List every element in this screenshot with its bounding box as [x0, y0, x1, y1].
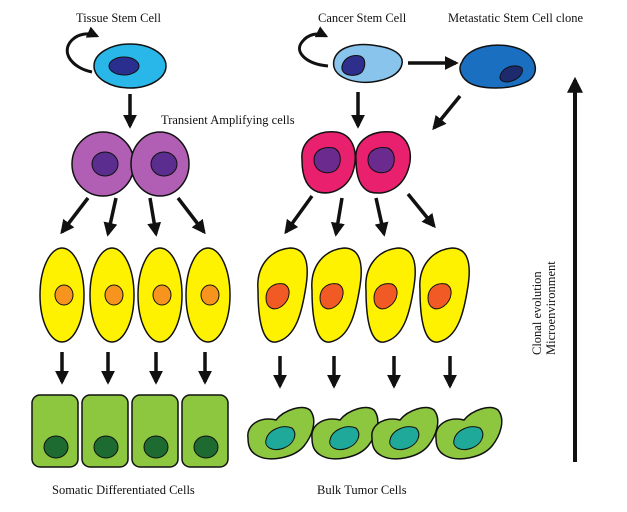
bulk-tumor-row: [247, 406, 503, 460]
progenitor-cell-2-nucleus: [104, 284, 124, 306]
metastatic-stem-cell-body: [459, 44, 536, 89]
metastatic-stem-cell-clone-label: Metastatic Stem Cell clone: [448, 11, 583, 25]
cancer-stem-cell-label: Cancer Stem Cell: [318, 11, 407, 25]
transient-amplifying-label: Transient Amplifying cells: [161, 113, 295, 127]
progenitor-cell-3-nucleus: [152, 284, 172, 306]
progenitor-cell-1-nucleus: [54, 284, 74, 306]
somatic-differentiated-label: Somatic Differentiated Cells: [52, 483, 195, 497]
differentiated-cell-row: [31, 394, 229, 468]
bulk-tumor-cell-2-nucleus: [329, 426, 360, 451]
tumor-progenitor-2-nucleus: [319, 283, 344, 310]
differentiated-cell-3-nucleus: [143, 435, 169, 459]
differentiated-cell-1-nucleus: [43, 435, 69, 459]
arrow-cta-to-prog-1: [284, 194, 314, 235]
clonal-evolution-label: Clonal evolution: [530, 271, 544, 355]
arrow-metastatic-to-ta: [432, 94, 462, 131]
progenitor-cell-4-nucleus: [200, 284, 220, 306]
bulk-tumor-label: Bulk Tumor Cells: [317, 483, 407, 497]
ta-cell-pair-cancer: [301, 131, 412, 194]
metastatic-stem-cell-nucleus: [499, 65, 523, 83]
ta-cell-left-nucleus: [91, 151, 119, 177]
cancer-ta-cell-left-nucleus: [313, 147, 341, 174]
tumor-progenitor-4-nucleus: [427, 283, 452, 310]
cancer-stem-cell-nucleus: [341, 55, 366, 76]
differentiated-cell-2-nucleus: [93, 435, 119, 459]
arrow-cta-to-prog-3: [374, 197, 389, 237]
bulk-tumor-cell-3-nucleus: [389, 426, 420, 451]
bulk-tumor-cell-4-nucleus: [453, 426, 484, 451]
metastatic-stem-cell: [459, 44, 536, 89]
microenvironment-label: Microenvironment: [544, 261, 558, 355]
arrow-ta-to-prog-4: [176, 196, 206, 235]
self-renewal-arrow-cancer: [298, 26, 329, 68]
tissue-stem-cell-nucleus: [108, 56, 140, 76]
cancer-ta-cell-right-nucleus: [367, 147, 395, 174]
bulk-tumor-cell-1-nucleus: [265, 426, 296, 451]
arrow-ta-to-prog-3: [147, 197, 162, 237]
tumor-progenitor-row: [257, 247, 470, 343]
arrow-cta-to-prog-4: [406, 192, 436, 229]
differentiated-cell-4-nucleus: [193, 435, 219, 459]
self-renewal-arrow-tissue: [65, 26, 100, 74]
ta-cell-right-nucleus: [150, 151, 178, 177]
tissue-stem-cell: [93, 43, 167, 89]
tissue-stem-cell-label: Tissue Stem Cell: [76, 11, 162, 25]
tumor-progenitor-3-nucleus: [373, 283, 398, 310]
arrow-ta-to-prog-2: [103, 197, 118, 237]
arrow-ta-to-prog-1: [60, 196, 90, 235]
arrow-cta-to-prog-2: [330, 197, 345, 237]
cancer-stem-cell: [333, 43, 403, 84]
ta-cell-pair-normal: [71, 131, 190, 197]
normal-progenitor-row: [39, 247, 231, 343]
tumor-progenitor-1-nucleus: [265, 283, 290, 310]
